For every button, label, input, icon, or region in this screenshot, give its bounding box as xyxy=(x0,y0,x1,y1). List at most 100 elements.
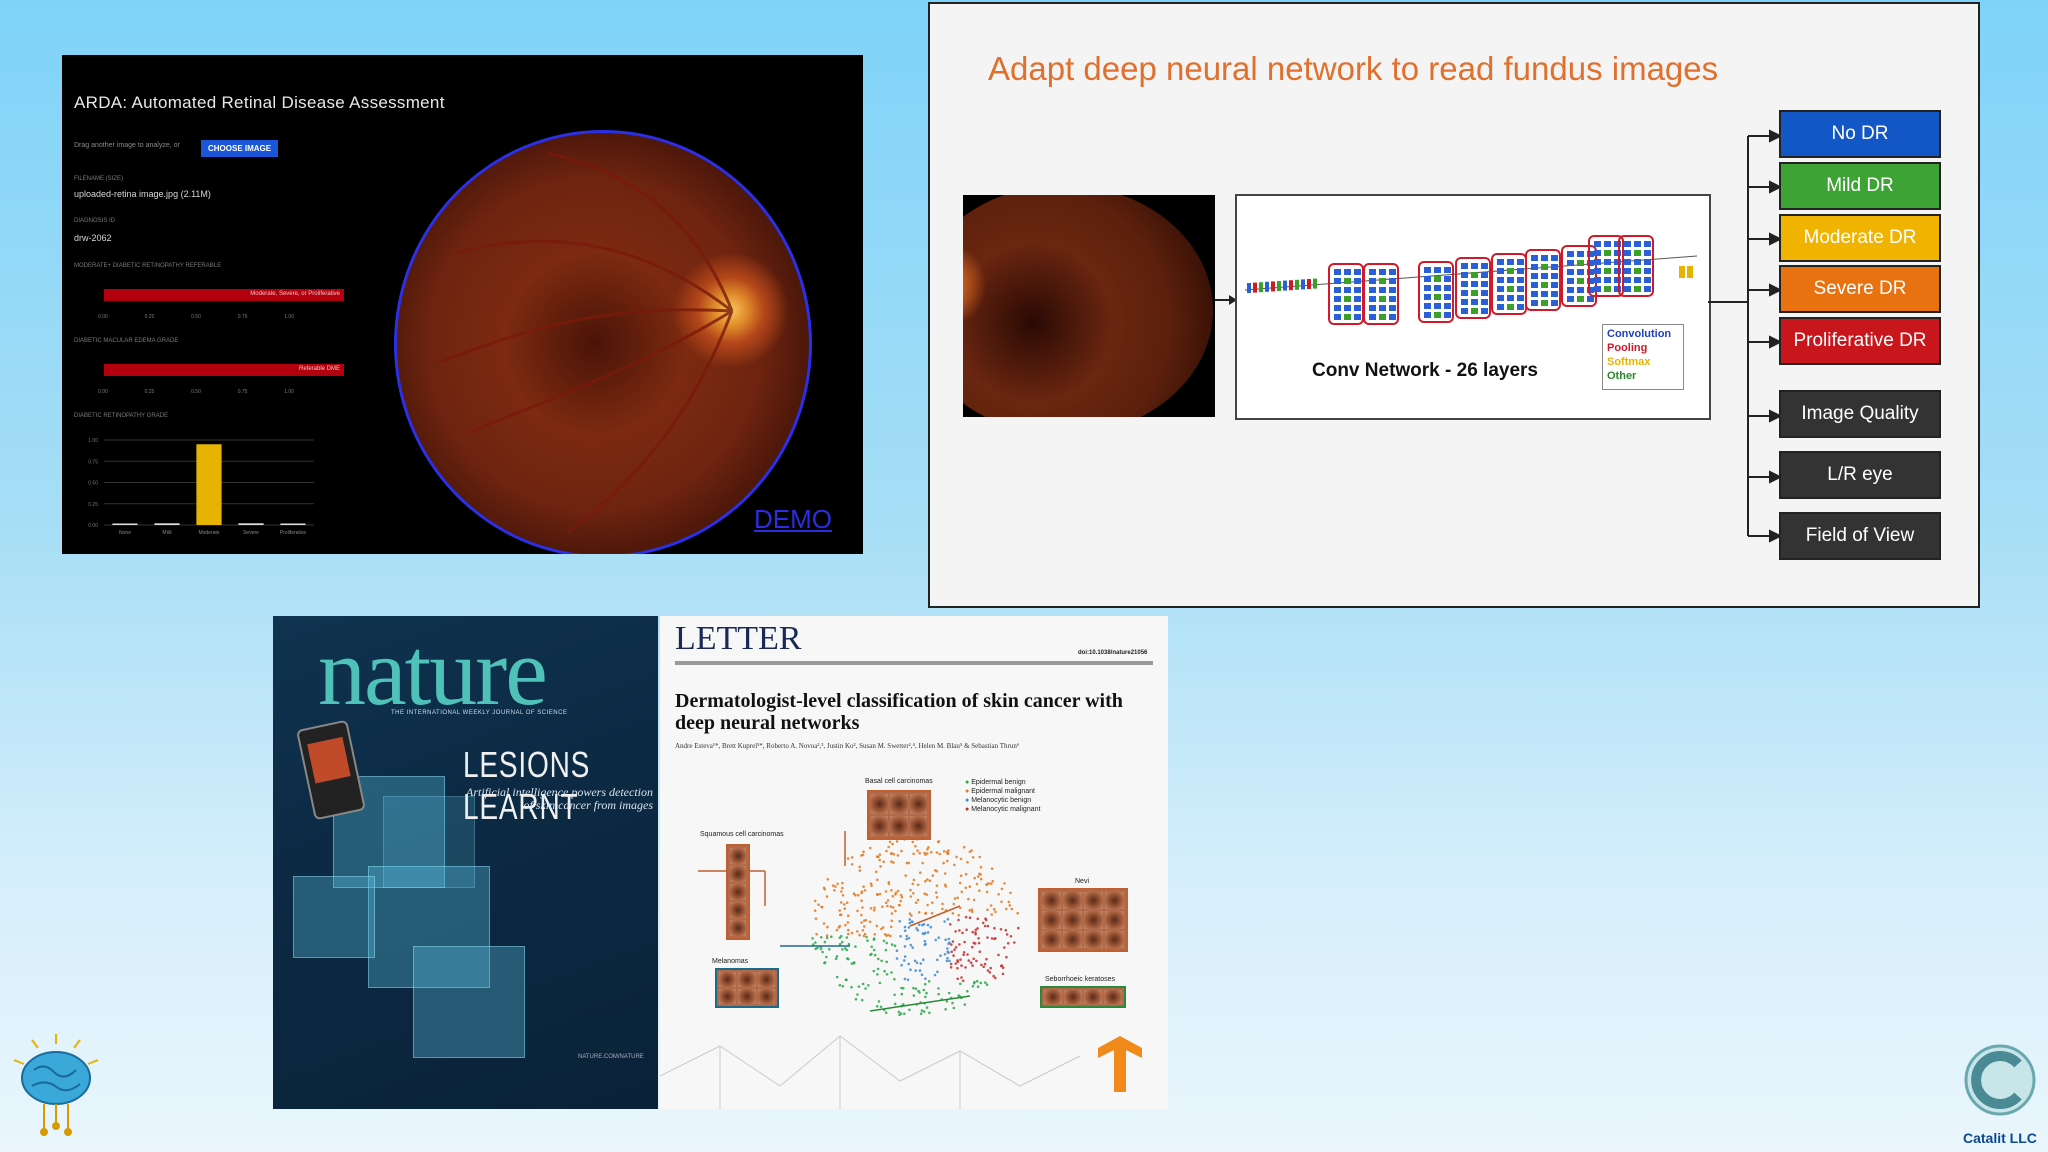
net-layer xyxy=(1517,286,1524,292)
tsne-point xyxy=(910,920,914,923)
tsne-point xyxy=(924,977,927,980)
tsne-point xyxy=(935,891,938,894)
tsne-point xyxy=(910,914,913,917)
net-layer xyxy=(1389,305,1396,311)
net-layer xyxy=(1567,269,1574,275)
tsne-point xyxy=(973,876,976,880)
net-layer xyxy=(1497,277,1504,283)
net-layer xyxy=(1424,294,1431,300)
bar-mild xyxy=(154,523,180,525)
tsne-point xyxy=(841,948,844,951)
tsne-point xyxy=(908,918,912,921)
tsne-point xyxy=(852,892,856,895)
demo-link[interactable]: DEMO xyxy=(754,504,832,534)
tsne-point xyxy=(958,881,962,885)
tsne-point xyxy=(882,860,885,864)
tsne-point xyxy=(962,845,966,849)
x-tick-label: Moderate xyxy=(198,530,219,536)
net-layer xyxy=(1461,263,1468,269)
tsne-point xyxy=(934,869,937,872)
tsne-point xyxy=(826,878,830,881)
net-layer xyxy=(1497,286,1504,292)
net-layer xyxy=(1541,291,1548,297)
tsne-point xyxy=(885,934,888,937)
net-layer xyxy=(1334,287,1341,293)
tsne-point xyxy=(991,879,995,883)
tsne-point xyxy=(845,978,848,982)
tsne-point xyxy=(825,936,829,939)
net-layer xyxy=(1587,296,1594,302)
tsne-point xyxy=(954,946,958,949)
tsne-point xyxy=(907,861,910,865)
net-layer xyxy=(1424,276,1431,282)
tsne-point xyxy=(820,905,823,909)
net-layer xyxy=(1497,295,1504,301)
net-layer xyxy=(1471,299,1478,305)
tsne-point xyxy=(904,874,907,877)
net-layer xyxy=(1614,277,1621,283)
tsne-point xyxy=(840,890,843,893)
tsne-point xyxy=(846,921,850,924)
tsne-point xyxy=(925,991,928,995)
net-layer xyxy=(1259,282,1263,293)
tsne-point xyxy=(845,901,849,904)
legend-other: Other xyxy=(1607,370,1637,382)
tsne-point xyxy=(850,962,854,965)
tsne-point xyxy=(1001,966,1005,969)
tsne-point xyxy=(992,907,996,911)
net-layer xyxy=(1507,277,1514,283)
softmax-layer xyxy=(1679,266,1685,278)
net-layer xyxy=(1614,241,1621,247)
drag-instruction: Drag another image to analyze, or xyxy=(74,142,180,149)
choose-image-button[interactable]: CHOOSE IMAGE xyxy=(201,140,279,157)
tsne-point xyxy=(979,877,983,881)
net-layer xyxy=(1265,281,1269,292)
tsne-point xyxy=(920,1009,924,1012)
tsne-point xyxy=(823,940,827,944)
tsne-point xyxy=(927,846,930,849)
tsne-point xyxy=(961,931,964,935)
tsne-point xyxy=(985,957,988,961)
tsne-point xyxy=(921,861,924,865)
tsne-point xyxy=(927,980,931,983)
tsne-point xyxy=(1009,935,1013,938)
net-layer xyxy=(1594,250,1601,256)
tsne-point xyxy=(990,913,993,916)
tsne-point xyxy=(964,886,968,890)
tsne-point xyxy=(891,842,894,846)
tsne-point xyxy=(836,882,839,886)
tsne-point xyxy=(1000,964,1004,967)
nature-tagline: THE INTERNATIONAL WEEKLY JOURNAL OF SCIE… xyxy=(391,710,568,716)
net-layer xyxy=(1271,281,1275,292)
tsne-point xyxy=(897,1010,901,1014)
tsne-point xyxy=(875,1005,879,1008)
tsne-point xyxy=(937,840,941,843)
tsne-point xyxy=(881,905,884,908)
net-layer xyxy=(1434,294,1441,300)
tsne-point xyxy=(860,913,863,917)
tsne-point xyxy=(865,935,868,939)
tsne-point xyxy=(920,973,924,976)
tsne-point xyxy=(903,977,907,981)
edema-bar: Referable DME xyxy=(104,364,344,376)
tsne-point xyxy=(983,962,987,966)
tsne-point xyxy=(844,923,847,927)
tsne-point xyxy=(971,930,974,934)
letter-heading: LETTER xyxy=(675,620,802,657)
brain-logo-icon xyxy=(13,1034,99,1136)
tsne-point xyxy=(885,849,888,853)
tsne-point xyxy=(962,953,965,957)
squamous-thumbnails xyxy=(726,844,750,940)
net-layer xyxy=(1344,287,1351,293)
output-connectors xyxy=(1708,129,1780,543)
tsne-point xyxy=(835,955,839,958)
tsne-point xyxy=(979,865,983,869)
tsne-point xyxy=(986,924,990,928)
tsne-point xyxy=(873,933,877,936)
tsne-point xyxy=(986,969,990,972)
net-layer xyxy=(1481,272,1488,278)
tsne-point xyxy=(813,909,817,912)
tsne-point xyxy=(857,893,860,897)
net-layer xyxy=(1517,295,1524,301)
retina-fundus-image xyxy=(394,130,812,554)
